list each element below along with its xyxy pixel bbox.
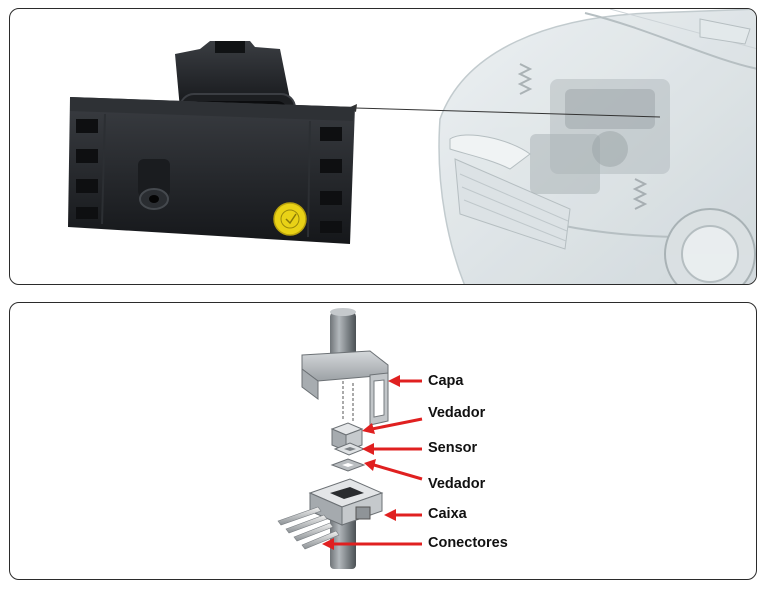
housing-part: [277, 478, 384, 569]
connector-pins: [277, 506, 340, 550]
label-vedador-bottom: Vedador: [428, 476, 486, 492]
label-sensor: Sensor: [428, 440, 478, 456]
map-sensor-photo: [68, 41, 355, 244]
exploded-sensor-diagram: [277, 308, 423, 569]
label-capa: Capa: [428, 373, 464, 389]
label-vedador-top: Vedador: [428, 405, 486, 421]
cap-part: [301, 308, 389, 426]
label-conectores: Conectores: [428, 535, 508, 551]
exploded-diagram-panel: Capa Vedador Sensor Vedador Caixa Conect…: [9, 302, 757, 580]
label-caixa: Caixa: [428, 506, 467, 522]
seal-icon: [273, 202, 307, 236]
leader-lines: [322, 375, 423, 550]
car-illustration: [438, 9, 756, 284]
gasket-bottom-part: [330, 458, 366, 472]
product-photo-illustration: [68, 9, 756, 284]
product-photo-panel: [9, 8, 757, 285]
